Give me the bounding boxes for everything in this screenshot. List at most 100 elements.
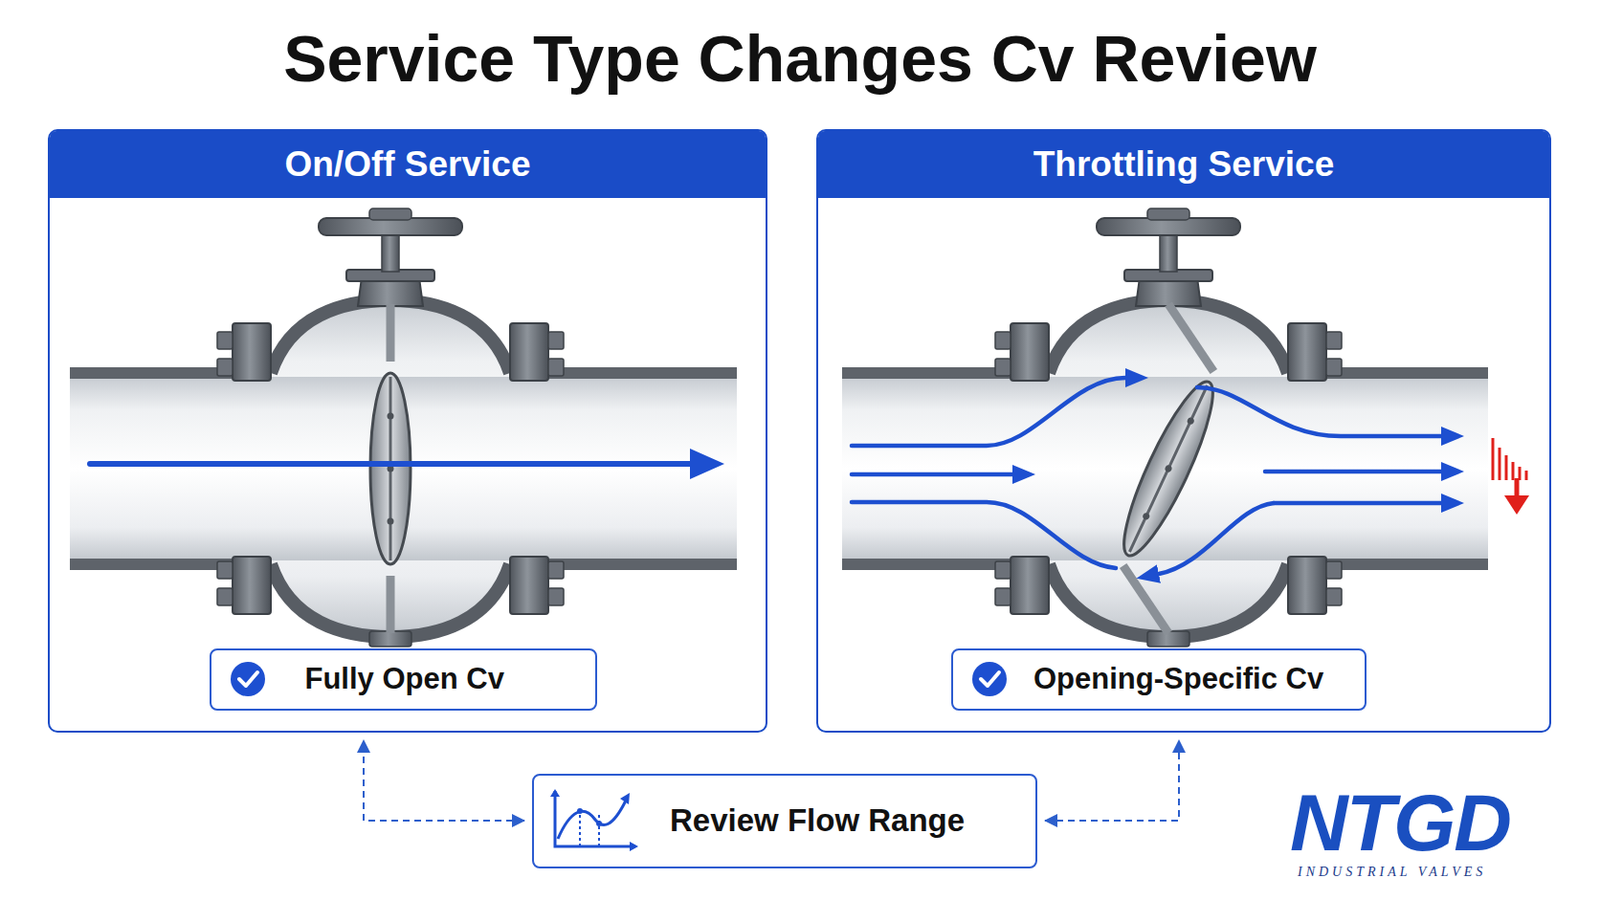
flow-arrow <box>1158 503 1274 575</box>
flange-nut <box>217 358 233 377</box>
chart-icon <box>545 787 642 855</box>
chart-guide <box>598 812 600 847</box>
dashed-connector <box>363 740 525 822</box>
flange-nut <box>995 561 1011 579</box>
bottom-cap <box>369 631 412 647</box>
check-circle <box>972 662 1007 697</box>
flange <box>1288 556 1327 615</box>
logo-tagline: INDUSTRIAL VALVES <box>1297 865 1487 881</box>
flange-nut <box>1326 561 1342 579</box>
drop-bar <box>1505 455 1509 481</box>
bottom-cap <box>1147 631 1190 647</box>
shaft-link <box>1123 566 1169 634</box>
flow-arrow <box>1273 501 1442 507</box>
stem <box>1159 233 1178 272</box>
flange <box>1010 323 1049 381</box>
disc-bolt <box>387 518 395 526</box>
drop-bar <box>1511 462 1515 481</box>
flange-nut <box>1326 358 1342 377</box>
flange <box>1010 556 1049 615</box>
pipe-bore <box>842 377 1489 561</box>
check-icon <box>970 660 1009 699</box>
chart-point <box>596 821 602 827</box>
header-band: On/Off Service <box>49 131 766 199</box>
service-panel: On/Off ServiceFully Open Cv <box>47 129 768 734</box>
flange-nut <box>1326 332 1342 350</box>
disc-bolt <box>1163 464 1173 473</box>
flange-nut <box>548 358 564 377</box>
flow-arrow <box>1265 469 1442 475</box>
flange-nut <box>548 561 564 579</box>
flange-nut <box>217 588 233 606</box>
dashed-connector <box>1044 740 1179 822</box>
stem <box>381 233 400 272</box>
drop-bar <box>1525 470 1529 481</box>
flange <box>510 556 549 615</box>
box-label: Opening-Specific Cv <box>1033 662 1324 697</box>
flow-arrow <box>851 502 1116 569</box>
shaft-link <box>386 576 396 634</box>
valve-disc <box>1110 373 1228 564</box>
chart-curve <box>557 800 626 840</box>
panel-heading: On/Off Service <box>284 144 531 185</box>
flange-nut <box>217 561 233 579</box>
flange <box>510 323 549 381</box>
box-label: Fully Open Cv <box>305 662 505 697</box>
flow-arrow <box>851 377 1126 446</box>
shaft-link <box>1168 304 1214 372</box>
disc-bolt <box>1186 417 1196 426</box>
flange-nut <box>548 332 564 350</box>
disc <box>370 373 411 565</box>
panel-heading: Throttling Service <box>1033 144 1335 185</box>
flow-arrow <box>851 472 1013 478</box>
disc-bolt <box>387 413 395 421</box>
flange-nut <box>995 588 1011 606</box>
flange <box>232 323 271 381</box>
valve-disc <box>370 373 411 565</box>
chart-curve-head <box>620 793 630 805</box>
valve-body <box>270 564 511 638</box>
drop-bar <box>1518 466 1522 481</box>
flow-arrow <box>1197 387 1442 437</box>
valve-body <box>270 300 511 374</box>
valve-body <box>1048 300 1289 374</box>
check-mark <box>239 672 258 687</box>
cv-box: Review Flow Range <box>532 774 1038 869</box>
throttling-valve <box>842 208 1489 647</box>
chart-guide <box>578 812 581 847</box>
chart-point <box>577 808 583 815</box>
check-circle <box>230 662 266 697</box>
flange-nut <box>1326 588 1342 606</box>
drop-bar <box>1498 447 1502 481</box>
box-label: Review Flow Range <box>669 802 965 840</box>
disc-bolt <box>1141 511 1151 521</box>
check-mark <box>980 672 1000 687</box>
handwheel-hub <box>369 208 412 221</box>
drop-arrow-head <box>1504 495 1530 515</box>
pressure-drop-symbol <box>1492 438 1530 515</box>
header-band: Throttling Service <box>818 131 1550 199</box>
flange-nut <box>548 588 564 606</box>
logo-mark: NTGD <box>1289 777 1511 870</box>
shaft-link <box>386 304 396 362</box>
chart-axes <box>555 791 636 847</box>
check-icon <box>228 660 267 699</box>
flange-nut <box>217 332 233 350</box>
on-off-valve <box>69 208 737 647</box>
flange <box>1288 323 1327 381</box>
title: Service Type Changes Cv Review <box>0 21 1600 96</box>
cv-box: Fully Open Cv <box>209 648 598 712</box>
disc <box>1110 373 1228 564</box>
cv-box: Opening-Specific Cv <box>951 648 1367 712</box>
drop-bar <box>1491 438 1495 481</box>
flange-nut <box>995 358 1011 377</box>
service-panel: Throttling ServiceOpening-Specific Cv <box>816 129 1552 734</box>
flange-nut <box>995 332 1011 350</box>
valve-body <box>1048 564 1289 638</box>
chart-axis-head <box>550 789 639 852</box>
flange <box>232 556 271 615</box>
flow-arrow <box>89 461 690 467</box>
handwheel-hub <box>1147 208 1190 221</box>
disc-rib <box>1129 385 1207 553</box>
